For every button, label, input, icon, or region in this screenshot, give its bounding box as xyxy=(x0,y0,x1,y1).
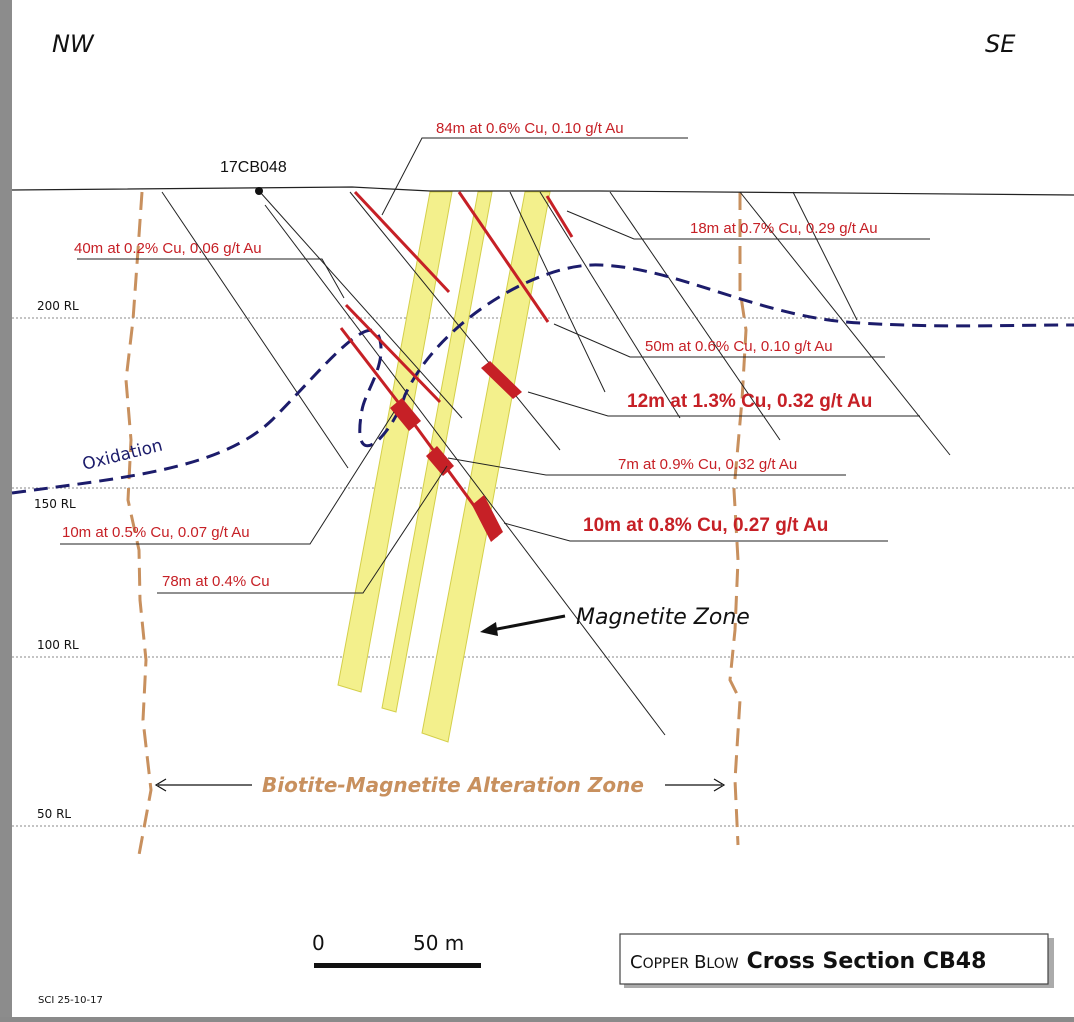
drillhole-collar xyxy=(255,187,263,195)
arrow-right-icon xyxy=(713,778,726,792)
intercept-label-50m: 50m at 0.6% Cu, 0.10 g/t Au xyxy=(645,338,833,355)
drill-traces xyxy=(161,191,951,736)
rl-label-50: 50 RL xyxy=(37,807,71,821)
direction-nw-label: NW xyxy=(52,30,95,58)
alteration-zone-boundaries xyxy=(124,191,748,856)
alteration-zone-label: Biotite-Magnetite Alteration Zone xyxy=(262,773,644,797)
figure-reference: SCI 25-10-17 xyxy=(38,995,103,1006)
magnetite-zone-arrow xyxy=(491,614,566,632)
scale-bar-zero: 0 xyxy=(312,931,325,955)
rl-gridlines xyxy=(12,317,1074,827)
intercept-label-84m: 84m at 0.6% Cu, 0.10 g/t Au xyxy=(436,120,624,137)
intercept-label-18m: 18m at 0.7% Cu, 0.29 g/t Au xyxy=(690,220,878,237)
annotation-leaders xyxy=(60,137,930,594)
scale-bar xyxy=(314,963,481,968)
figure-background xyxy=(12,0,1074,1017)
scale-bar-length: 50 m xyxy=(413,931,464,955)
topography-line xyxy=(11,186,1074,196)
magnetite-zone-label: Magnetite Zone xyxy=(576,605,750,630)
high-grade-intercepts xyxy=(390,361,522,542)
arrowhead-icon xyxy=(480,622,498,636)
intercept-label-10m-low: 10m at 0.5% Cu, 0.07 g/t Au xyxy=(62,524,250,541)
intercept-label-40m: 40m at 0.2% Cu, 0.06 g/t Au xyxy=(74,240,262,257)
arrow-left-icon xyxy=(154,778,167,792)
intercept-label-10m-high: 10m at 0.8% Cu, 0.27 g/t Au xyxy=(583,515,828,536)
direction-se-label: SE xyxy=(985,30,1016,58)
drillhole-label: 17CB048 xyxy=(220,159,287,176)
rl-label-150: 150 RL xyxy=(34,497,76,511)
rl-label-200: 200 RL xyxy=(37,299,79,313)
intercept-label-78m: 78m at 0.4% Cu xyxy=(162,573,270,590)
rl-label-100: 100 RL xyxy=(37,638,79,652)
intercept-label-7m: 7m at 0.9% Cu, 0.32 g/t Au xyxy=(618,456,797,473)
intercept-label-12m: 12m at 1.3% Cu, 0.32 g/t Au xyxy=(627,391,872,412)
